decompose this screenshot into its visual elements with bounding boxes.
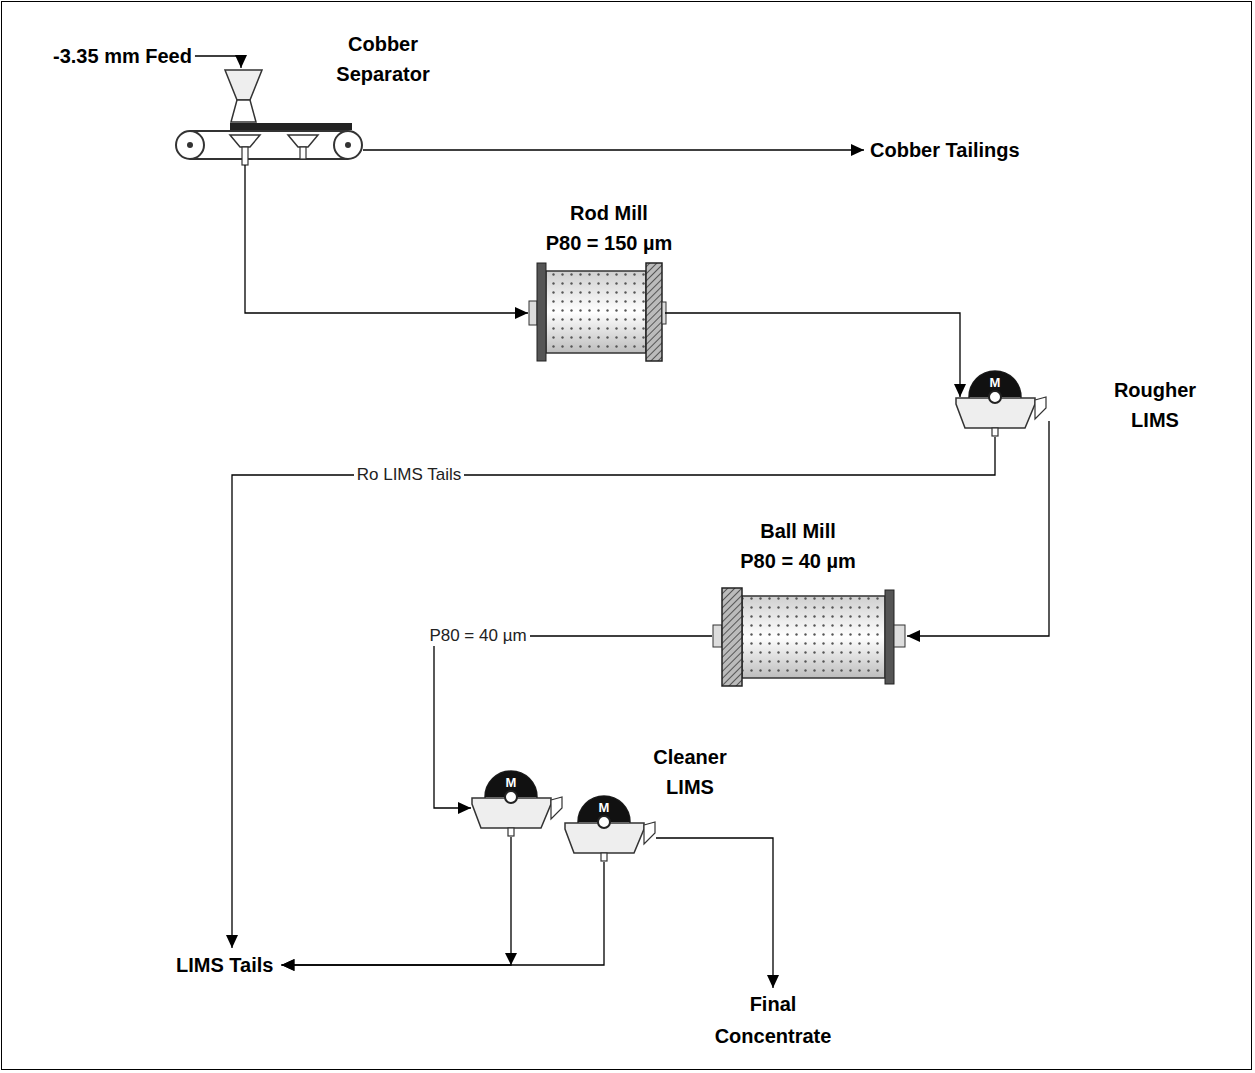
equipment-label: Rod Mill (499, 200, 719, 226)
rod-mill: Rod MillP80 = 150 µm (528, 262, 665, 362)
equipment-label: Rougher LIMS (1105, 375, 1205, 435)
flow-line (195, 55, 247, 68)
equipment-label: Cobber Separator (313, 29, 453, 89)
equipment-label: LIMS Tails (176, 952, 273, 978)
mill-texture (546, 271, 646, 353)
cobber-separator: Cobber Separator (175, 68, 363, 165)
chute-stub (242, 147, 248, 165)
motor-mark: M (496, 775, 526, 791)
belt-ore (230, 123, 352, 130)
flow-path (281, 837, 511, 965)
trunnion (713, 625, 722, 647)
motor-mark: M (589, 800, 619, 816)
splitter-chute (230, 135, 260, 147)
flow-line (281, 862, 604, 971)
mill-flange (537, 263, 546, 361)
pulley-hub (345, 142, 351, 148)
flow-line (245, 165, 528, 319)
mill-flange (646, 263, 662, 361)
splitter-chute (288, 135, 318, 147)
flow-path (665, 313, 960, 397)
arrowhead (281, 959, 294, 971)
flow-path (245, 165, 528, 313)
ball-mill: Ball MillP80 = 40 µm (712, 588, 907, 685)
chute-stub (300, 147, 306, 159)
trunnion (529, 301, 537, 325)
stream-label: P80 = 40 µm (426, 626, 529, 646)
flow-path (195, 56, 241, 68)
arrowhead (458, 802, 471, 814)
hopper-chute (231, 100, 256, 122)
equipment-label: -3.35 mm Feed (53, 43, 192, 69)
flow-path (907, 421, 1049, 636)
arrowhead (954, 384, 966, 397)
mill-texture (742, 596, 885, 678)
arrowhead (235, 55, 247, 68)
mill-flange (722, 588, 742, 686)
flow-line (656, 838, 779, 988)
rod-mill-art (529, 263, 666, 361)
mill-shell (742, 596, 885, 678)
mill-shell (546, 271, 646, 353)
arrowhead (767, 975, 779, 988)
flow-line (226, 437, 995, 948)
product-label: Cobber Tailings (864, 135, 1026, 165)
arrowhead (226, 935, 238, 948)
cleaner-lims: M (564, 822, 656, 862)
cobber-separator-art (176, 70, 362, 165)
flow-line (907, 421, 1049, 642)
pulley (176, 131, 204, 159)
equipment-label: P80 = 40 µm (688, 548, 908, 574)
cleaner-lims-art (565, 796, 655, 861)
flow-path (281, 862, 604, 965)
ball-mill-art (713, 588, 905, 686)
equipment-label: Final Concentrate (698, 988, 848, 1052)
equipment-label: Ball Mill (688, 518, 908, 544)
rougher-lims-art (956, 371, 1046, 436)
belt-top (190, 130, 348, 132)
arrowhead (907, 630, 920, 642)
equipment-label: Cobber Tailings (870, 137, 1020, 163)
mill-flange (885, 590, 894, 684)
trunnion (894, 625, 905, 647)
flow-line (363, 144, 864, 156)
cleaner-lims: MCleaner LIMS (471, 797, 563, 837)
hopper (225, 70, 262, 100)
motor-mark: M (980, 375, 1010, 391)
flow-line (665, 313, 966, 397)
product-label: LIMS Tails (168, 948, 281, 982)
flow-path (656, 838, 773, 988)
equipment-label: Cleaner LIMS (640, 742, 740, 802)
equipment-label: P80 = 150 µm (499, 230, 719, 256)
product-label: Final Concentrate (698, 988, 848, 1052)
rougher-lims: MRougher LIMS (955, 397, 1049, 437)
flow-path (232, 437, 995, 948)
pulley-hub (187, 142, 193, 148)
pulley (334, 131, 362, 159)
flow-path (363, 149, 864, 150)
stream-label: Ro LIMS Tails (354, 465, 465, 485)
belt-bottom (190, 158, 348, 160)
arrowhead (515, 307, 528, 319)
cleaner-lims-art (472, 771, 562, 836)
arrowhead (851, 144, 864, 156)
feed-label: -3.35 mm Feed (50, 41, 195, 71)
flow-line (281, 837, 511, 971)
arrowhead (281, 959, 294, 971)
